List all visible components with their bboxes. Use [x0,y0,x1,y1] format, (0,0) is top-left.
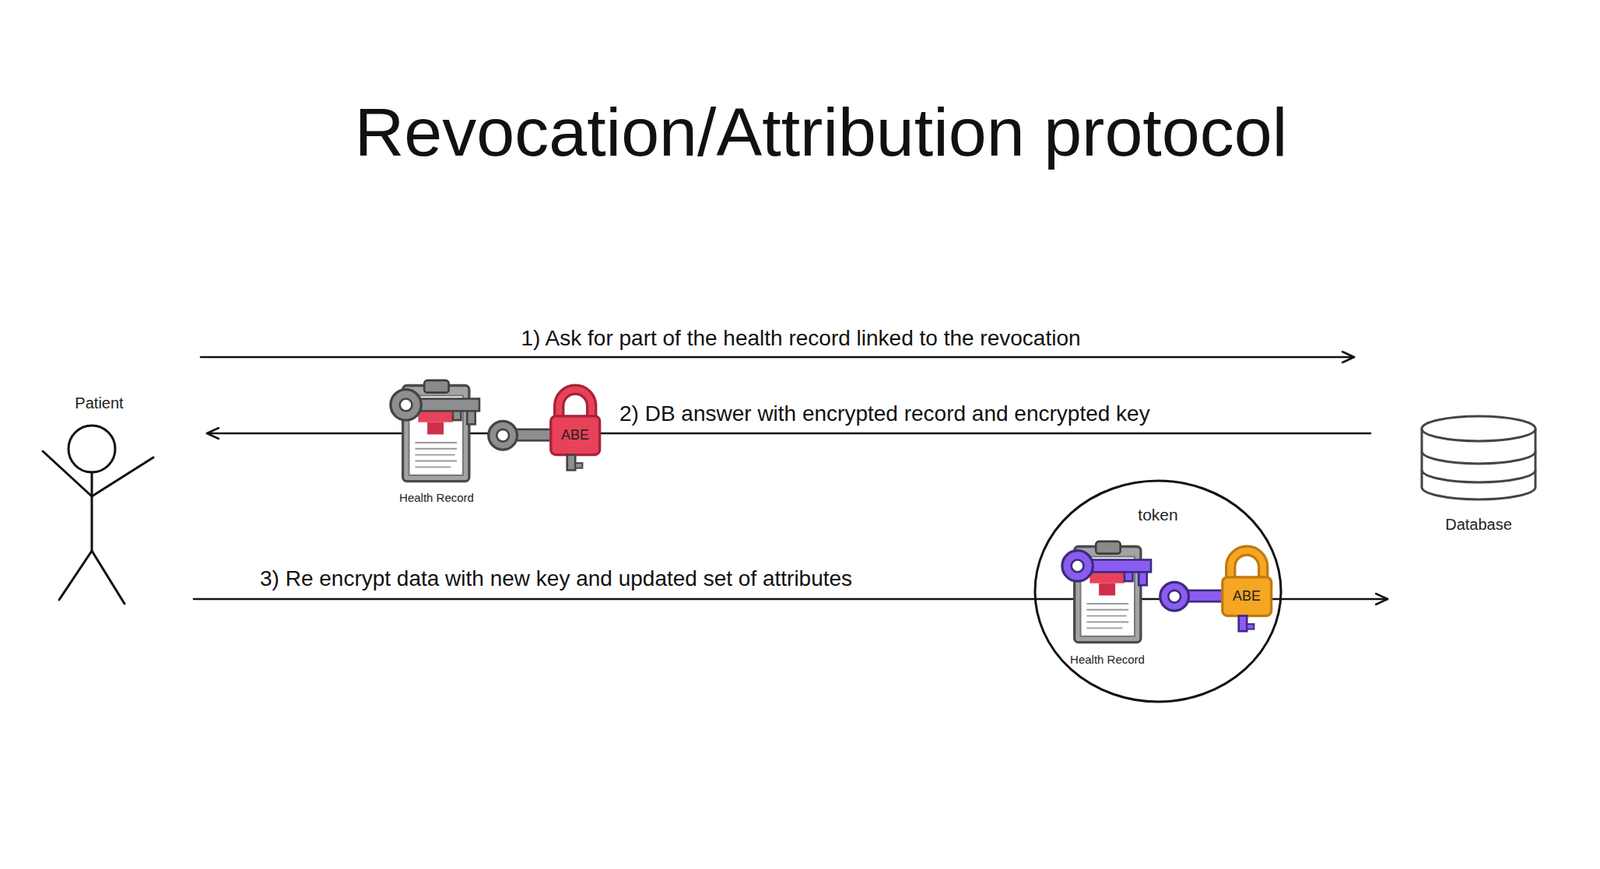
clipboard-clip [424,380,449,393]
actor-node: Patient [35,389,164,615]
diagram-title: Revocation/Attribution protocol [354,94,1288,171]
stick-figure [42,425,154,604]
key-shaft [416,399,480,412]
database-cylinder [1421,416,1536,500]
key-head [1160,582,1190,611]
node-label: Patient [74,393,123,414]
key-hole [496,429,509,443]
message-arrow [207,432,1371,436]
reencrypted-record-icon [1062,541,1272,643]
circle-outline [1035,480,1281,702]
key-shaft [1087,560,1151,573]
icon-caption: Health Record [399,491,474,506]
icon-caption: Health Record [1070,653,1145,667]
lock-key-bit [1246,624,1254,630]
key-shaft [1185,590,1227,602]
key-head [1062,550,1093,582]
message-label: 1) Ask for part of the health record lin… [520,326,1081,351]
lock-shackle [558,389,592,419]
node-label: Database [1445,515,1513,535]
record-lines [414,442,457,467]
figure-legs [59,550,125,604]
lock-key-bit [567,455,576,471]
cylinder-top [1421,416,1536,442]
key-shaft [514,429,555,441]
lock-shackle [558,389,592,419]
clipboard-clip [1095,541,1120,555]
key-hole [1168,590,1181,604]
lock-key-bit [575,463,583,469]
node-label: token [1137,505,1178,526]
lock-body [1222,577,1272,617]
key-hole [1071,560,1085,573]
message-label: 3) Re encrypt data with new key and upda… [259,566,853,592]
lock-label: ABE [561,428,590,444]
lock-shackle [1230,550,1264,580]
message-arrow [200,356,1355,359]
lock-key-bit [1238,616,1247,632]
medical-mark [427,422,444,436]
figure-body [91,472,94,551]
database-node: Database [1400,404,1557,541]
figure-arms [42,451,154,497]
figure-head [68,425,116,473]
message-label: 2) DB answer with encrypted record and e… [619,401,1151,427]
record-lines [1086,603,1129,629]
lock-label: ABE [1232,589,1261,605]
lock-body [550,416,600,456]
encrypted-record-icon [390,380,600,482]
medical-mark [1098,583,1116,597]
lock-shackle [1230,550,1264,580]
key-hole [400,399,413,412]
cylinder-rings [1421,451,1536,483]
key-head [390,389,422,421]
key-head [488,421,518,450]
